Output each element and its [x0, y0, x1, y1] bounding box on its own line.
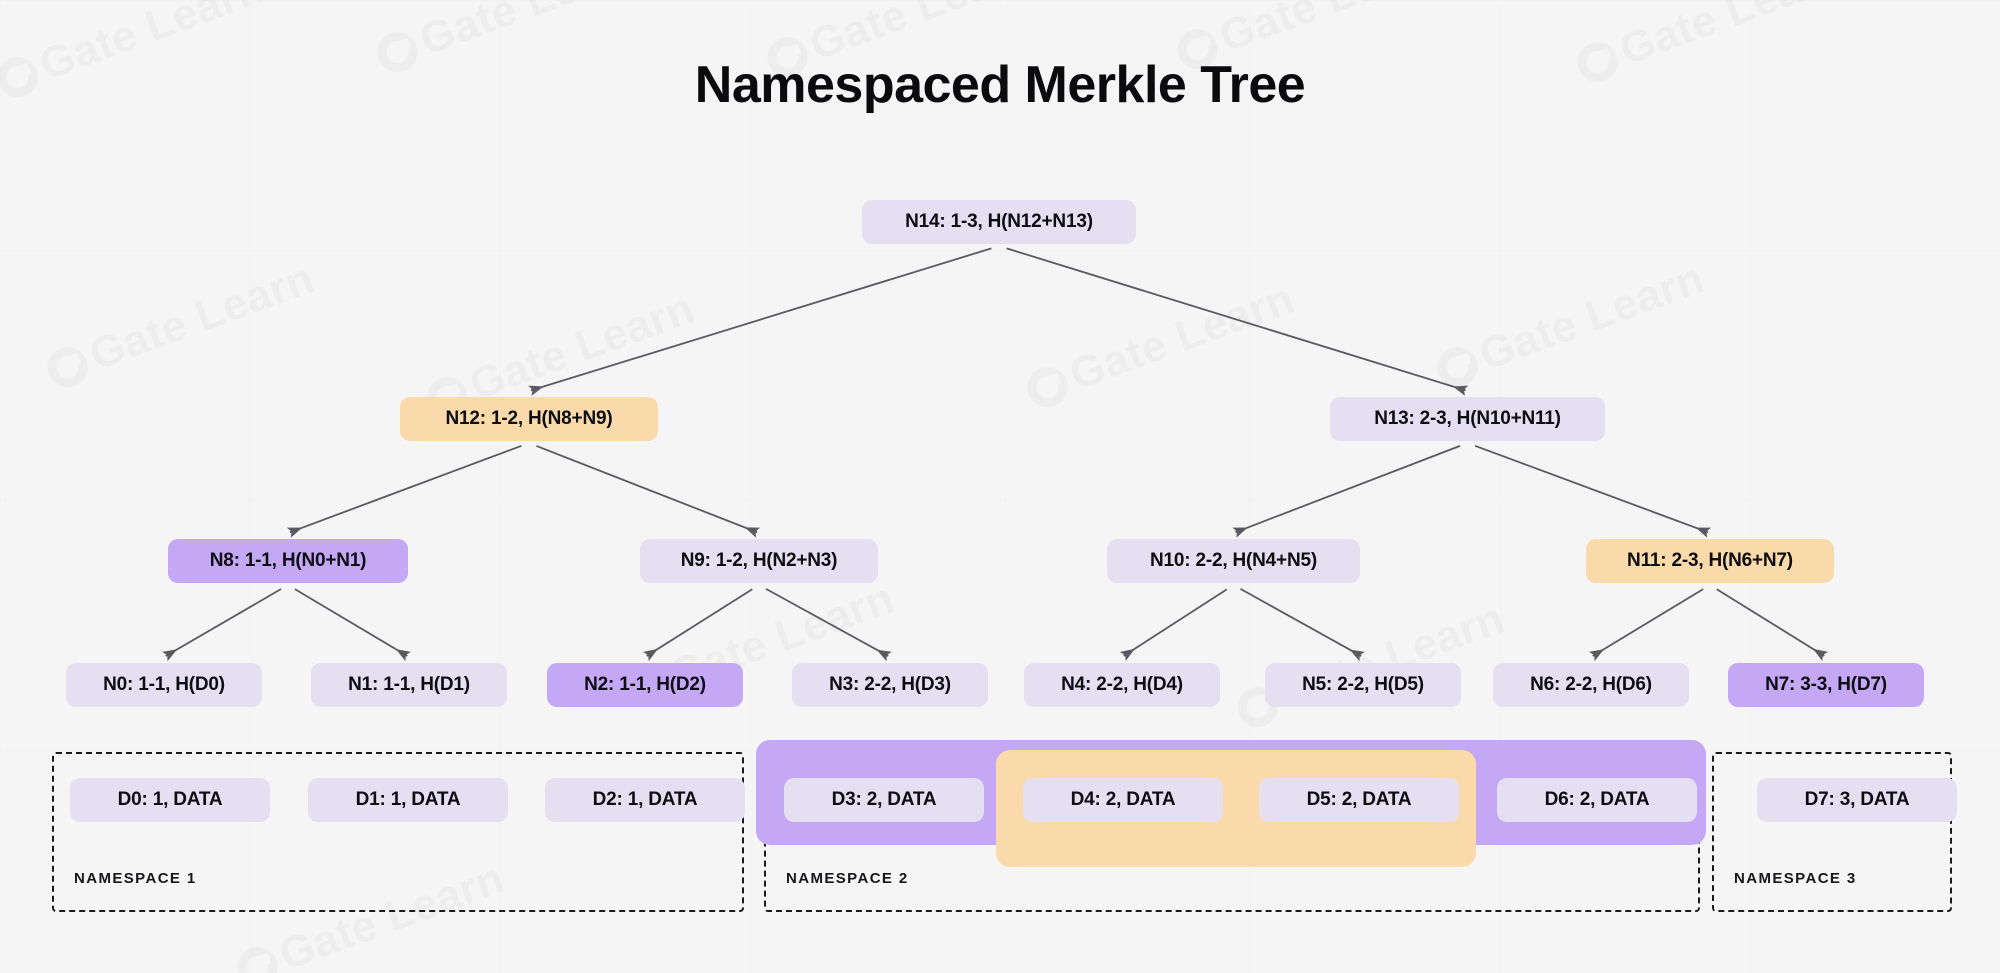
- tree-node-n9[interactable]: N9: 1-2, H(N2+N3): [640, 539, 878, 583]
- data-box-d2[interactable]: D2: 1, DATA: [545, 778, 745, 822]
- tree-node-n8[interactable]: N8: 1-1, H(N0+N1): [168, 539, 408, 583]
- edge-n9-to-n3: [765, 588, 892, 662]
- watermark-text: Gate Learn: [1213, 0, 1450, 62]
- edge-n13-to-n11: [1474, 444, 1712, 538]
- watermark-text: Gate Learn: [463, 283, 700, 409]
- tree-node-n3[interactable]: N3: 2-2, H(D3): [792, 663, 988, 707]
- tree-node-n10[interactable]: N10: 2-2, H(N4+N5): [1107, 539, 1360, 583]
- edge-n8-to-n1: [294, 588, 411, 662]
- watermark: Gate Learn: [40, 253, 321, 396]
- gate-logo-icon: [42, 341, 93, 392]
- data-box-d1[interactable]: D1: 1, DATA: [308, 778, 508, 822]
- edge-n14-to-n13: [1006, 247, 1469, 396]
- watermark-text: Gate Learn: [1473, 253, 1710, 379]
- tree-node-n2[interactable]: N2: 1-1, H(D2): [547, 663, 743, 707]
- edge-n11-to-n7: [1716, 588, 1829, 662]
- edge-n12-to-n8: [286, 444, 522, 538]
- namespace-label-3: NAMESPACE 3: [1734, 870, 1857, 887]
- tree-node-n13[interactable]: N13: 2-3, H(N10+N11): [1330, 397, 1605, 441]
- edge-n11-to-n6: [1588, 588, 1704, 662]
- edge-n9-to-n2: [642, 588, 753, 662]
- page-title: Namespaced Merkle Tree: [694, 56, 1306, 114]
- watermark-text: Gate Learn: [1063, 273, 1300, 399]
- tree-node-n5[interactable]: N5: 2-2, H(D5): [1265, 663, 1461, 707]
- gate-logo-icon: [232, 941, 283, 973]
- edge-n10-to-n4: [1119, 588, 1228, 662]
- edge-n10-to-n5: [1240, 588, 1365, 662]
- edge-n14-to-n12: [528, 247, 992, 396]
- data-box-d6[interactable]: D6: 2, DATA: [1497, 778, 1697, 822]
- data-box-d3[interactable]: D3: 2, DATA: [784, 778, 984, 822]
- tree-node-n12[interactable]: N12: 1-2, H(N8+N9): [400, 397, 658, 441]
- tree-node-n0[interactable]: N0: 1-1, H(D0): [66, 663, 262, 707]
- namespace-box-3: [1712, 752, 1952, 912]
- tree-node-n11[interactable]: N11: 2-3, H(N6+N7): [1586, 539, 1834, 583]
- data-box-d7[interactable]: D7: 3, DATA: [1757, 778, 1957, 822]
- tree-node-n14[interactable]: N14: 1-3, H(N12+N13): [862, 200, 1136, 244]
- data-box-d5[interactable]: D5: 2, DATA: [1259, 778, 1459, 822]
- watermark-text: Gate Learn: [83, 253, 320, 379]
- tree-node-n4[interactable]: N4: 2-2, H(D4): [1024, 663, 1220, 707]
- tree-node-n7[interactable]: N7: 3-3, H(D7): [1728, 663, 1924, 707]
- namespace-label-1: NAMESPACE 1: [74, 870, 197, 887]
- gate-logo-icon: [1432, 341, 1483, 392]
- watermark: Gate Learn: [1020, 273, 1301, 416]
- watermark: Gate Learn: [1430, 253, 1711, 396]
- edge-n12-to-n9: [536, 445, 761, 538]
- edge-n8-to-n0: [162, 588, 282, 662]
- tree-node-n1[interactable]: N1: 1-1, H(D1): [311, 663, 507, 707]
- data-box-d0[interactable]: D0: 1, DATA: [70, 778, 270, 822]
- namespace-label-2: NAMESPACE 2: [786, 870, 909, 887]
- tree-node-n6[interactable]: N6: 2-2, H(D6): [1493, 663, 1689, 707]
- data-box-d4[interactable]: D4: 2, DATA: [1023, 778, 1223, 822]
- edge-n13-to-n10: [1232, 445, 1461, 538]
- namespace-box-1: [52, 752, 744, 912]
- gate-logo-icon: [1022, 361, 1073, 412]
